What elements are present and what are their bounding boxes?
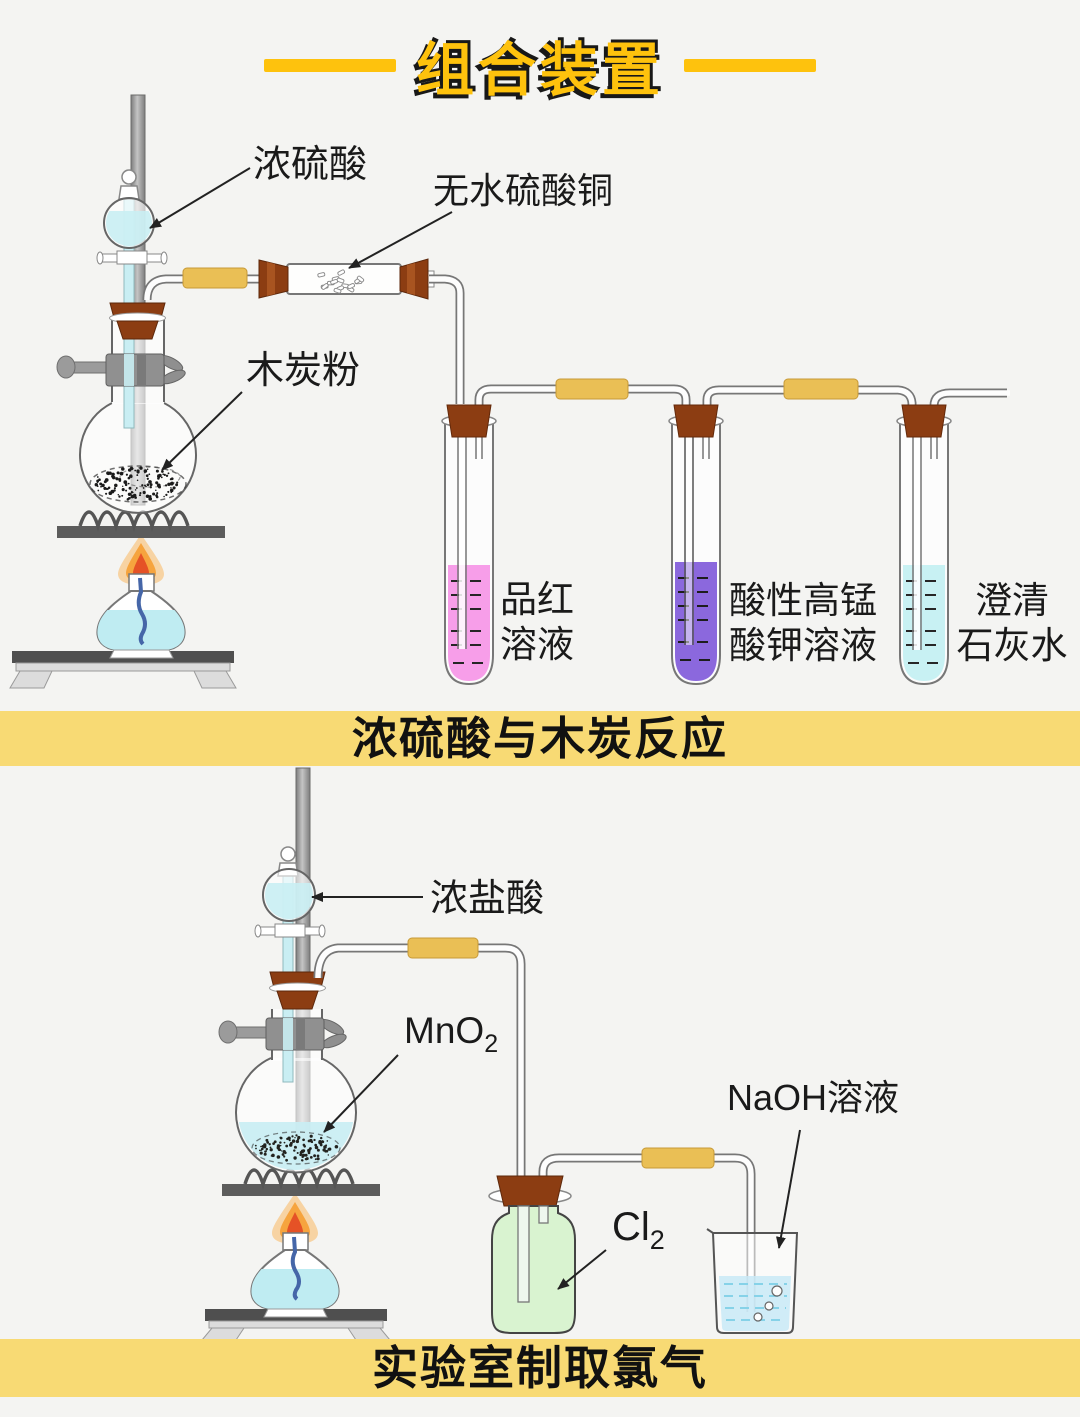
wire-gauze: [78, 510, 190, 532]
drying-tube-body: [286, 263, 402, 295]
label-charcoal: 木炭粉: [246, 350, 360, 392]
section2-apparatus: 浓盐酸 MnO2 Cl2 NaOH溶液: [200, 767, 899, 1341]
test-tube-limewater: [896, 414, 952, 686]
test-tube-permanganate: [668, 414, 724, 686]
funnel-ball-stopper: [280, 846, 296, 862]
drying-tube: [258, 258, 435, 300]
bubble: [771, 1285, 783, 1297]
bubble: [764, 1301, 774, 1311]
title-dash-left: [263, 58, 396, 72]
label-permanganate-1: 酸性高锰: [729, 580, 877, 621]
lamp-foot: [263, 1308, 328, 1318]
section1-labels: 浓硫酸 无水硫酸铜 木炭粉 品红 溶液 酸性高锰 酸钾溶液 澄清 石灰水: [149, 144, 1068, 666]
bottle-body: [491, 1205, 576, 1334]
title-text: 组合装置: [415, 38, 664, 103]
rubber-connector: [555, 378, 629, 400]
label-fuchsin-1: 品红: [500, 579, 574, 620]
flame: [272, 1193, 318, 1244]
label-limewater-1: 澄清: [975, 580, 1049, 621]
gas-tube-flask-to-drying: [142, 267, 261, 301]
permanganate-liquid: [675, 562, 717, 681]
label-cl2: Cl2: [612, 1205, 665, 1255]
label-mno2: MnO2: [404, 1010, 498, 1058]
clamp-knob: [218, 1020, 238, 1044]
copper-sulfate-crystals: [317, 269, 365, 294]
lamp-foot: [109, 649, 174, 659]
title-dash-right: [684, 58, 816, 72]
tube2-stopper: [673, 404, 719, 438]
wire-gauze: [243, 1168, 355, 1190]
page-title: 组合装置: [0, 24, 1080, 106]
rubber-connector: [783, 378, 859, 400]
clamp: [56, 353, 186, 387]
gas-tube-flask-to-bottle: [313, 937, 526, 1180]
gas-tube-1-to-2: [474, 378, 691, 406]
tube3-stopper: [901, 404, 947, 438]
clamp-knob: [56, 355, 76, 379]
funnel-liquid: [106, 211, 152, 246]
stand-plate: [57, 526, 225, 538]
flask-stopper: [269, 971, 326, 1010]
section2-labels: 浓盐酸 MnO2 Cl2 NaOH溶液: [311, 878, 899, 1290]
label-sulfuric-acid: 浓硫酸: [253, 144, 367, 186]
gas-tube-drying-to-tube1: [429, 274, 465, 404]
lamp-wick: [136, 577, 147, 646]
chlorine-bottle: [488, 1175, 576, 1334]
mno2-powder: [251, 1131, 341, 1165]
alcohol-lamp: [96, 573, 186, 659]
bottle-stopper: [496, 1175, 564, 1207]
label-permanganate-2: 酸钾溶液: [729, 625, 877, 666]
section2-caption-banner: 实验室制取氯气: [0, 1339, 1080, 1397]
label-limewater-2: 石灰水: [957, 625, 1068, 666]
bottle-outlet-tube: [538, 1205, 549, 1224]
stopcock: [254, 923, 326, 938]
stopcock: [96, 250, 168, 265]
label-hydrochloric-acid: 浓盐酸: [430, 878, 544, 920]
alcohol-lamp: [250, 1232, 340, 1318]
rubber-connector: [182, 267, 248, 289]
charcoal-powder: [89, 465, 187, 503]
label-drying-agent: 无水硫酸铜: [433, 170, 613, 211]
section1-apparatus: 浓硫酸 无水硫酸铜 木炭粉 品红 溶液 酸性高锰 酸钾溶液 澄清 石灰水: [9, 94, 1068, 689]
label-naoh: NaOH溶液: [727, 1077, 899, 1118]
stand-plate: [222, 1184, 380, 1196]
flask-stopper: [109, 302, 166, 340]
clamp: [218, 1017, 347, 1051]
label-fuchsin-2: 溶液: [500, 624, 574, 665]
rubber-connector: [407, 937, 479, 959]
funnel-ball-stopper: [121, 169, 137, 185]
naoh-beaker: [706, 1228, 798, 1334]
lamp-wick: [290, 1236, 301, 1301]
bubble: [753, 1312, 763, 1322]
section1-caption-banner: 浓硫酸与木炭反应: [0, 711, 1080, 766]
flame: [118, 534, 164, 585]
bottle-inlet-tube: [517, 1205, 530, 1303]
test-tube-fuchsin: [441, 414, 497, 686]
gas-outlet-tube: [929, 388, 1010, 407]
rubber-connector: [641, 1147, 715, 1169]
gas-tube-bottle-to-beaker: [538, 1147, 756, 1312]
tube1-stopper: [446, 404, 492, 438]
gas-tube-2-to-3: [702, 378, 917, 407]
